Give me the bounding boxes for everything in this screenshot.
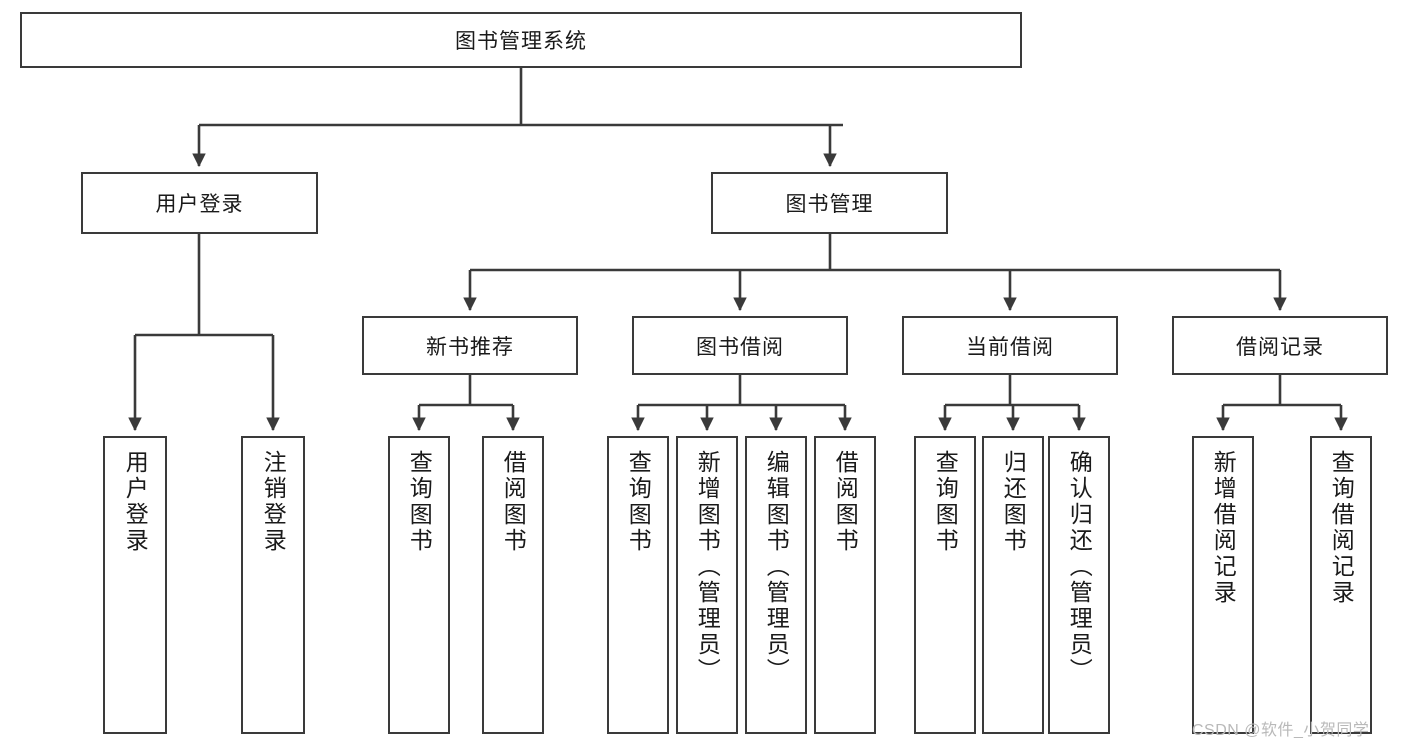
node-label: 借阅图书 [832,450,859,554]
leaf-borrow-book-recommend[interactable]: 借阅图书 [482,436,544,734]
node-label: 新增借阅记录 [1210,450,1237,606]
leaf-query-book-recommend[interactable]: 查询图书 [388,436,450,734]
leaf-add-borrow-record[interactable]: 新增借阅记录 [1192,436,1254,734]
node-label: 图书借阅 [696,335,784,359]
leaf-confirm-return-admin[interactable]: 确认归还（管理员） [1048,436,1110,734]
node-label: 新书推荐 [426,335,514,359]
node-label: 查询图书 [932,450,959,554]
node-label: 查询图书 [406,450,433,554]
node-label: 确认归还（管理员） [1066,450,1093,684]
leaf-add-book-admin[interactable]: 新增图书（管理员） [676,436,738,734]
node-label: 查询图书 [625,450,652,554]
leaf-query-book-borrow[interactable]: 查询图书 [607,436,669,734]
node-user-login[interactable]: 用户登录 [81,172,318,234]
leaf-query-book-current[interactable]: 查询图书 [914,436,976,734]
node-label: 图书管理 [785,193,874,216]
node-label: 用户登录 [155,193,244,216]
leaf-query-borrow-record[interactable]: 查询借阅记录 [1310,436,1372,734]
node-root[interactable]: 图书管理系统 [20,12,1022,68]
node-book-borrow[interactable]: 图书借阅 [632,316,848,375]
leaf-edit-book-admin[interactable]: 编辑图书（管理员） [745,436,807,734]
node-label: 图书管理系统 [455,30,587,53]
node-label: 用户登录 [122,450,149,554]
node-book-management[interactable]: 图书管理 [711,172,948,234]
leaf-user-login[interactable]: 用户登录 [103,436,167,734]
node-label: 归还图书 [1000,450,1027,554]
node-current-borrow[interactable]: 当前借阅 [902,316,1118,375]
leaf-borrow-book[interactable]: 借阅图书 [814,436,876,734]
node-label: 借阅记录 [1236,335,1324,359]
leaf-logout[interactable]: 注销登录 [241,436,305,734]
node-label: 新增图书（管理员） [694,450,721,684]
node-borrow-records[interactable]: 借阅记录 [1172,316,1388,375]
node-label: 注销登录 [260,450,287,554]
node-label: 借阅图书 [500,450,527,554]
node-label: 当前借阅 [966,335,1054,359]
node-label: 编辑图书（管理员） [763,450,790,684]
leaf-return-book[interactable]: 归还图书 [982,436,1044,734]
node-label: 查询借阅记录 [1328,450,1355,606]
watermark: CSDN @软件_小贺同学 [1192,722,1370,739]
node-new-book-recommend[interactable]: 新书推荐 [362,316,578,375]
